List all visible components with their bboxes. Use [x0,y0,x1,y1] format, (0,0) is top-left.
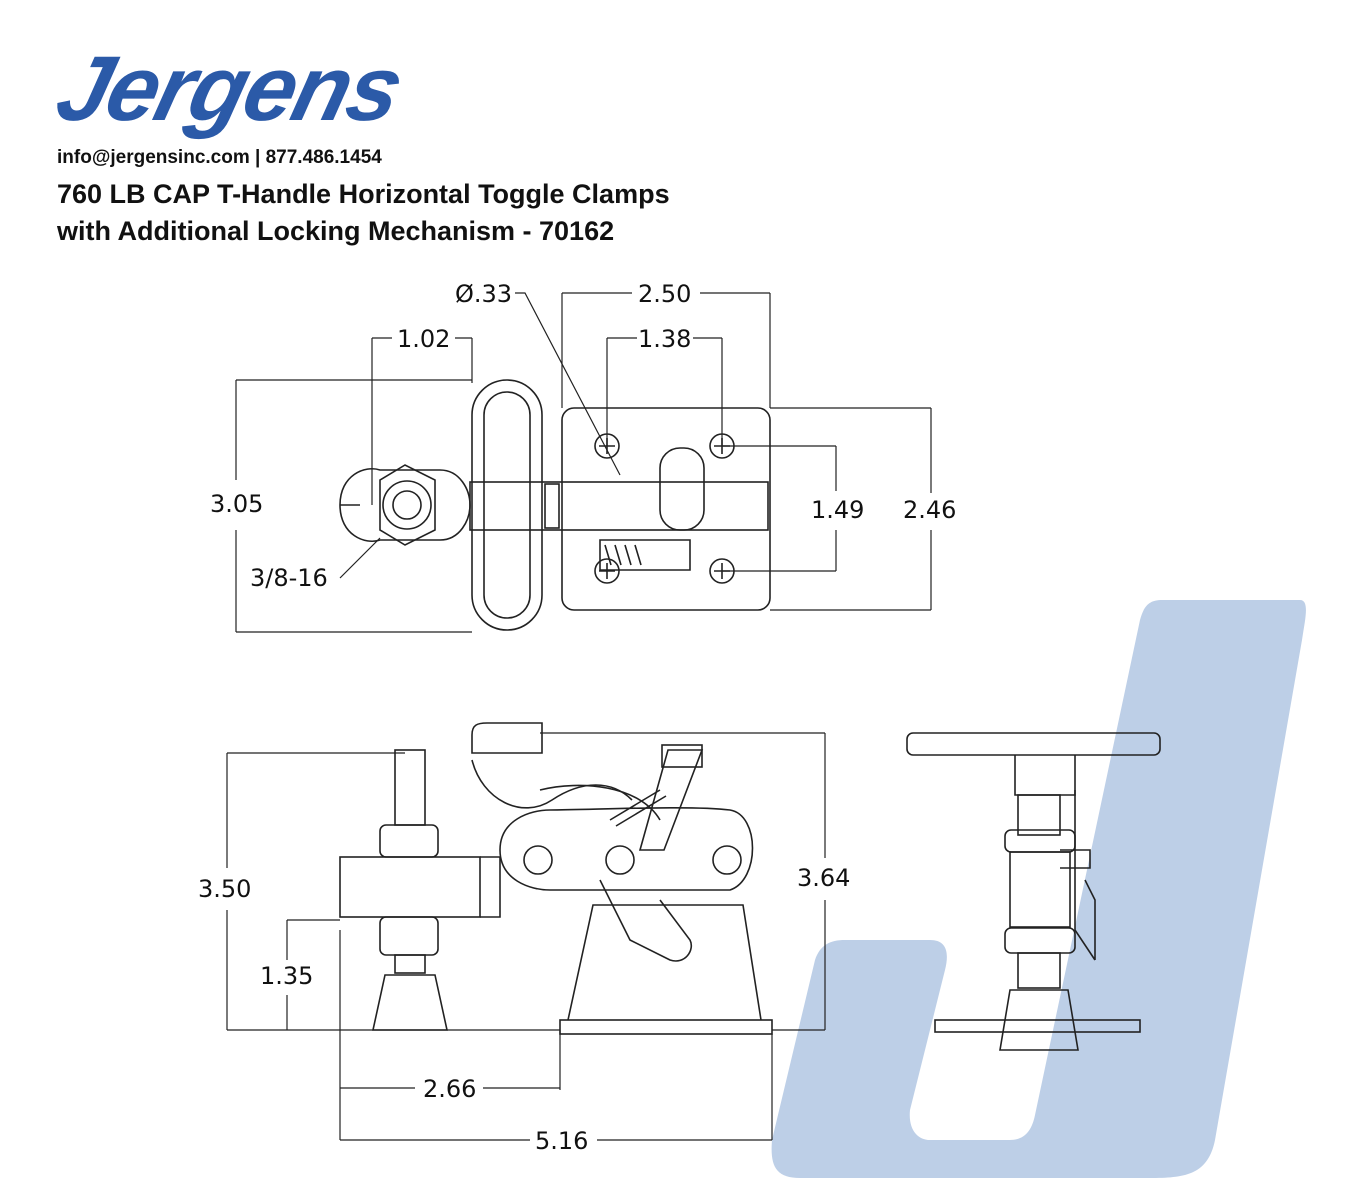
title-line-2: with Additional Locking Mechanism - 7016… [57,216,615,246]
dim-base-depth: 2.46 [903,496,956,524]
contact-info: info@jergensinc.com | 877.486.1454 [57,147,382,168]
dim-hole-spacing-x: 1.38 [638,325,691,353]
svg-text:Jergens: Jergens [52,40,412,140]
dim-spindle-offset: 1.02 [397,325,450,353]
dim-spindle-height: 1.35 [260,962,313,990]
top-view [339,379,771,631]
jergens-logo: Jergens [52,40,412,140]
product-title: 760 LB CAP T-Handle Horizontal Toggle Cl… [57,176,670,250]
dim-base-width: 2.50 [638,280,691,308]
side-view-dimensions [226,732,826,1141]
end-view [906,732,1161,1051]
dim-thread: 3/8-16 [250,564,328,592]
watermark-j [771,600,1306,1178]
dim-height-open: 3.64 [797,864,850,892]
top-view-dimensions [235,292,932,633]
dim-overall-width: 3.05 [210,490,263,518]
dim-height-closed: 3.50 [198,875,251,903]
title-line-1: 760 LB CAP T-Handle Horizontal Toggle Cl… [57,179,670,209]
side-view [339,722,773,1035]
dim-hole-dia: Ø.33 [455,280,512,308]
dim-overall-length: 5.16 [535,1127,588,1155]
dim-spindle-to-base: 2.66 [423,1075,476,1103]
dim-hole-spacing-y: 1.49 [811,496,864,524]
